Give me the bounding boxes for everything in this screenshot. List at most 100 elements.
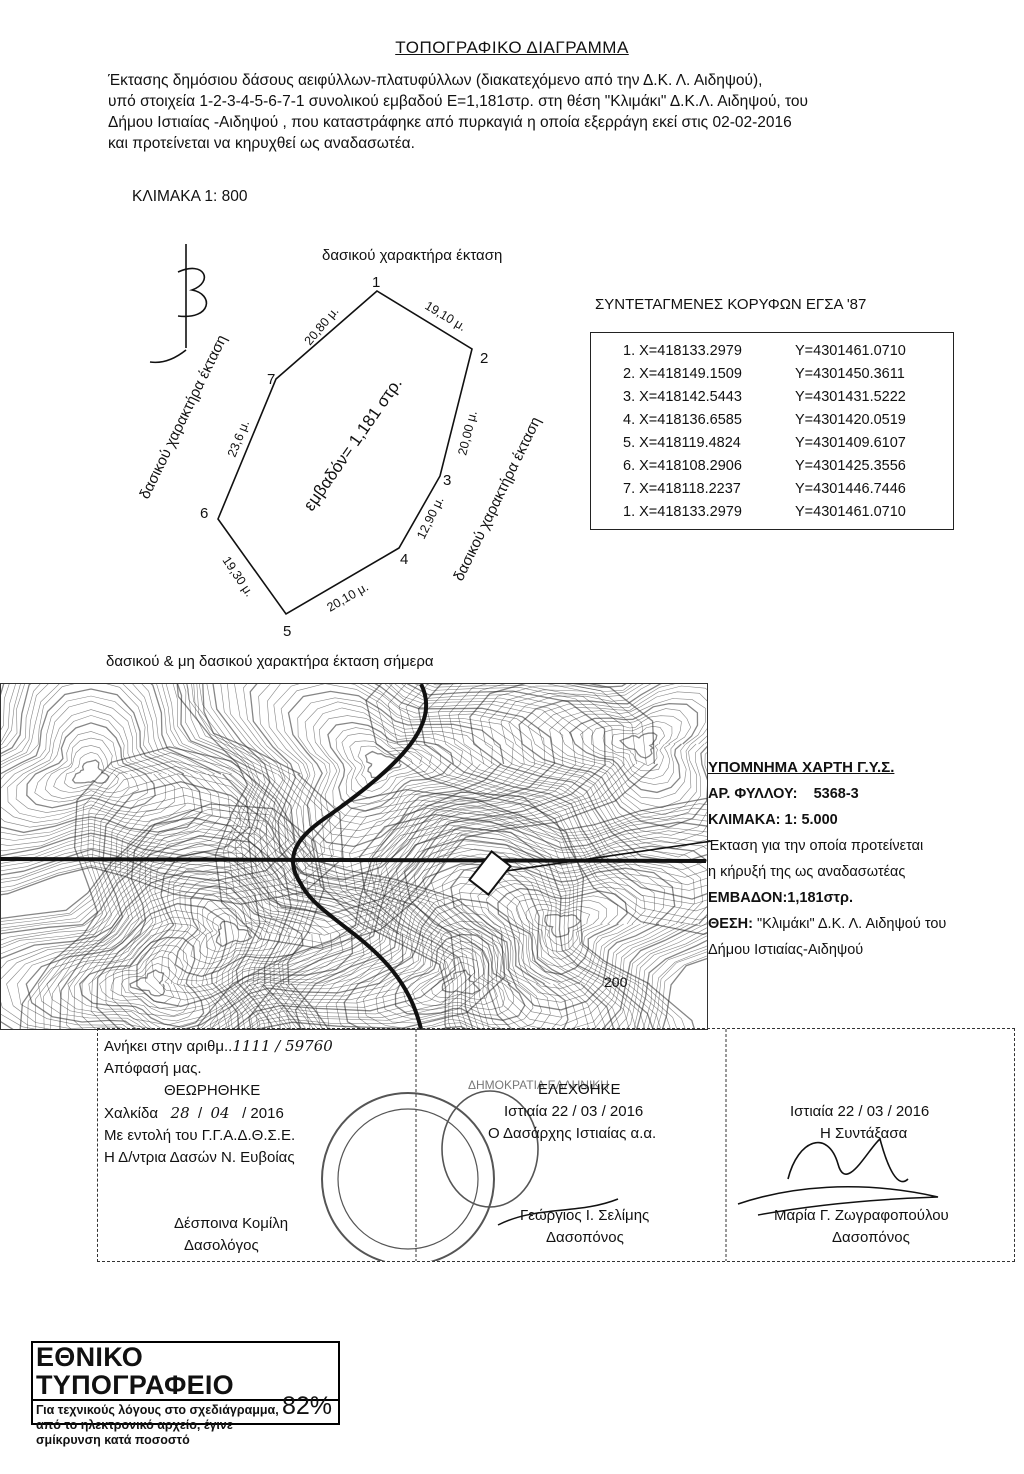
edge-label-4-5: 20,10 μ.: [325, 580, 371, 615]
legend-place-line: Δήμου Ιστιαίας-Αιδηψού: [708, 942, 864, 958]
contour-line: [534, 908, 591, 946]
contour-line: [398, 684, 707, 912]
signature-block: ΔΗΜΟΚΡΑΤΙΑ ΕΛΛΗΝΙΚΗ Ανήκει στην αριθμ..1…: [97, 1028, 1015, 1262]
edge-label-3-4: 12,90 μ.: [414, 494, 447, 541]
contour-line: [7, 709, 176, 819]
printing-office-line: Για τεχνικούς λόγους στο σχεδιάγραμμα,: [36, 1403, 279, 1417]
contour-line: [1, 684, 213, 836]
contour-line: [176, 684, 659, 950]
contour-line: [1, 684, 344, 905]
contour-line: [527, 684, 707, 821]
coordinate-y: Y=4301461.0710: [795, 343, 906, 359]
edge-label-1-2: 19,10 μ.: [422, 299, 468, 334]
check-signer-role: Δασοπόνος: [546, 1229, 624, 1246]
contour-line: [255, 834, 646, 1029]
contour-line: [382, 927, 534, 1026]
contour-line: [287, 690, 505, 848]
contour-line: [81, 802, 424, 1029]
contour-line: [326, 882, 589, 1029]
contour-line: [515, 898, 607, 960]
edge-label-5-6: 19,30 μ.: [220, 554, 257, 599]
contour-line: [199, 907, 270, 959]
contour-line: [1, 695, 196, 828]
contour-line: [63, 751, 119, 790]
coordinate-row: 1. X=418133.2979 Y=4301461.0710: [623, 343, 906, 359]
approval-authority: Με εντολή του Γ.Γ.Α.Δ.Θ.Σ.Ε.: [104, 1127, 296, 1144]
contour-line: [376, 684, 707, 927]
contour-line: [430, 853, 695, 1026]
contour-line: [53, 745, 130, 794]
contour-line: [26, 722, 156, 809]
contour-line: [1, 835, 303, 1029]
contour-line: [297, 697, 494, 838]
legend-scale: ΚΛΙΜΑΚΑ: 1: 5.000: [708, 807, 1018, 833]
contour-line: [1, 870, 274, 1029]
contour-line: [469, 873, 656, 997]
description-line: Έκτασης δημόσιου δάσους αειφύλλων-πλατυφ…: [108, 72, 763, 89]
contour-line: [426, 684, 707, 891]
coordinate-y: Y=4301420.0519: [795, 412, 906, 428]
contour-line: [310, 788, 707, 1029]
stream-line: [290, 684, 428, 1029]
signature-mark-icon: [787, 1137, 909, 1183]
contour-line: [191, 684, 637, 936]
signature-column-check: ΕΛΕΧΘΗΚΕ Ιστιαία 22 / 03 / 2016 Ο Δασάρχ…: [418, 1029, 724, 1261]
contour-line: [110, 956, 181, 1009]
contour-line: [88, 944, 197, 1022]
contour-line: [403, 940, 515, 1016]
contour-line: [343, 898, 569, 1029]
contour-line: [266, 840, 637, 1029]
reduction-percent: 82%: [281, 1392, 332, 1420]
contour-line: [17, 897, 246, 1029]
contour-line: [37, 909, 233, 1029]
contour-line: [506, 893, 618, 968]
printing-office-note: ΕΘΝΙΚΟ ΤΥΠΟΓΡΑΦΕΙΟ Για τεχνικούς λόγους …: [31, 1341, 340, 1447]
signature-column-approval: Ανήκει στην αριθμ..1111 / 59760 Απόφασή …: [104, 1029, 414, 1261]
contour-line: [1, 843, 298, 1029]
check-authority: Ο Δασάρχης Ιστιαίας α.α.: [488, 1125, 657, 1142]
contour-line: [234, 684, 577, 894]
coordinate-x: 4. X=418136.6585: [623, 412, 742, 428]
description-line: υπό στοιχεία 1-2-3-4-5-6-7-1 συνολικού ε…: [108, 93, 809, 110]
approval-signer-name: Δέσποινα Κομίλη: [174, 1215, 289, 1232]
coordinate-y: Y=4301446.7446: [795, 481, 906, 497]
contour-line: [227, 684, 586, 901]
road-line: [0, 857, 707, 863]
parcel-polygon: [217, 290, 473, 616]
contour-line: [58, 922, 218, 1029]
contour-line: [611, 725, 665, 766]
contour-line: [568, 702, 699, 794]
contour-line: [304, 701, 485, 832]
contour-line: [591, 715, 682, 780]
contour-line: [278, 847, 630, 1029]
coordinate-x: 5. X=418119.4824: [623, 435, 741, 451]
parcel-marker: [468, 850, 512, 896]
coordinate-x: 1. X=418133.2979: [623, 343, 742, 359]
contour-line: [441, 969, 482, 995]
contour-elevation-label: 200: [604, 974, 628, 990]
contour-line: [19, 746, 506, 1029]
contour-line: [1, 684, 315, 891]
description-line: και προτείνεται να κηρυχθεί ως αναδασωτέ…: [108, 135, 415, 152]
edge-label-7-1: 20,80 μ.: [302, 304, 342, 348]
coordinate-x: 2. X=418149.1509: [623, 366, 742, 382]
contour-line: [315, 876, 597, 1029]
approval-ref: Ανήκει στην αριθμ..1111 / 59760: [104, 1035, 414, 1058]
contour-line: [486, 883, 638, 983]
vertex-label-1: 1: [372, 274, 380, 291]
contour-line: [129, 969, 166, 997]
printing-office-line: σμίκρυνση κατά ποσοστό: [36, 1433, 190, 1447]
vertex-label-3: 3: [443, 472, 451, 489]
contour-line: [431, 961, 488, 1000]
contour-line: [477, 879, 646, 989]
map-overlay: 200: [0, 840, 713, 990]
author-heading: Η Συντάξασα: [820, 1125, 908, 1142]
printing-office-text: Για τεχνικούς λόγους στο σχεδιάγραμμα, α…: [33, 1401, 338, 1450]
edge-label-6-7: 23,6 μ.: [225, 418, 252, 459]
approval-month: 04: [210, 1104, 230, 1122]
contour-line: [1, 684, 231, 847]
check-signer-name: Γεώργιος Ι. Σελίμης: [520, 1207, 650, 1224]
approval-date: Χαλκίδα 28 / 04 / 2016: [104, 1104, 284, 1122]
check-heading: ΕΛΕΧΘΗΚΕ: [538, 1081, 621, 1098]
legend-scale-label: ΚΛΙΜΑΚΑ: 1: 5.000: [708, 812, 838, 828]
